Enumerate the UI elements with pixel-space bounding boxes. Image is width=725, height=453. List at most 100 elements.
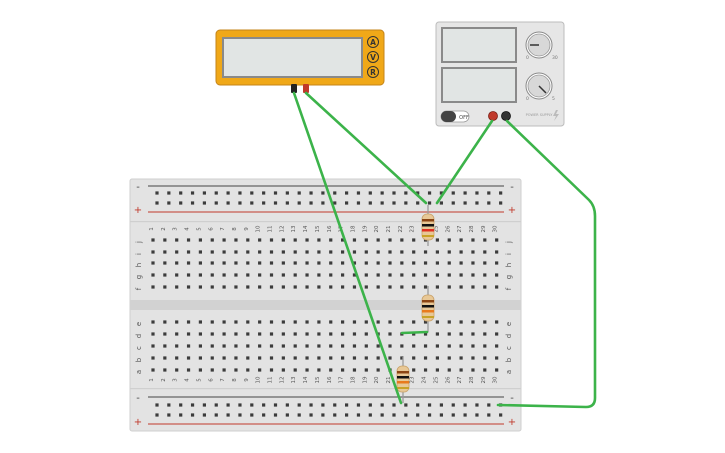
rail-hole[interactable] xyxy=(416,201,420,205)
rail-hole[interactable] xyxy=(179,413,183,417)
terminal-hole[interactable] xyxy=(317,250,321,254)
terminal-hole[interactable] xyxy=(210,368,214,372)
wire-supply-negative-to-ground-rail[interactable] xyxy=(496,119,597,409)
terminal-hole[interactable] xyxy=(459,320,463,324)
negative-terminal[interactable] xyxy=(501,111,511,121)
current-knob[interactable] xyxy=(525,72,553,100)
terminal-hole[interactable] xyxy=(341,261,345,265)
terminal-hole[interactable] xyxy=(258,320,262,324)
terminal-hole[interactable] xyxy=(258,238,262,242)
terminal-hole[interactable] xyxy=(412,356,416,360)
terminal-hole[interactable] xyxy=(269,261,274,265)
terminal-hole[interactable] xyxy=(258,261,262,265)
terminal-hole[interactable] xyxy=(400,261,404,265)
terminal-hole[interactable] xyxy=(400,285,404,289)
terminal-hole[interactable] xyxy=(423,261,428,265)
terminal-hole[interactable] xyxy=(317,238,321,242)
terminal-hole[interactable] xyxy=(483,344,487,348)
terminal-hole[interactable] xyxy=(352,320,357,324)
wire-resistor-2-jumper[interactable] xyxy=(400,330,429,335)
terminal-hole[interactable] xyxy=(175,273,179,277)
terminal-hole[interactable] xyxy=(210,238,214,242)
rail-hole[interactable] xyxy=(356,191,361,195)
terminal-hole[interactable] xyxy=(281,261,285,265)
terminal-hole[interactable] xyxy=(376,320,380,324)
terminal-hole[interactable] xyxy=(163,356,167,360)
terminal-hole[interactable] xyxy=(435,285,439,289)
terminal-hole[interactable] xyxy=(163,344,167,348)
terminal-hole[interactable] xyxy=(376,285,380,289)
rail-hole[interactable] xyxy=(463,403,467,407)
terminal-hole[interactable] xyxy=(151,356,155,360)
rail-hole[interactable] xyxy=(297,201,301,205)
wire-meter-red-to-resistor-1[interactable] xyxy=(304,91,428,205)
terminal-hole[interactable] xyxy=(483,238,487,242)
rail-hole[interactable] xyxy=(214,403,218,407)
terminal-hole[interactable] xyxy=(329,368,333,372)
terminal-hole[interactable] xyxy=(364,356,368,360)
rail-hole[interactable] xyxy=(427,413,432,417)
rail-hole[interactable] xyxy=(475,191,479,195)
terminal-hole[interactable] xyxy=(388,320,392,324)
rail-hole[interactable] xyxy=(321,403,325,407)
terminal-hole[interactable] xyxy=(198,285,202,289)
terminal-hole[interactable] xyxy=(210,356,214,360)
terminal-hole[interactable] xyxy=(352,273,357,277)
terminal-hole[interactable] xyxy=(222,332,226,336)
terminal-hole[interactable] xyxy=(222,320,226,324)
terminal-hole[interactable] xyxy=(495,320,499,324)
multimeter-black-probe[interactable] xyxy=(291,84,297,93)
terminal-hole[interactable] xyxy=(435,368,439,372)
terminal-hole[interactable] xyxy=(281,332,285,336)
terminal-hole[interactable] xyxy=(293,261,297,265)
terminal-hole[interactable] xyxy=(198,356,202,360)
rail-hole[interactable] xyxy=(368,201,372,205)
terminal-hole[interactable] xyxy=(471,285,475,289)
terminal-hole[interactable] xyxy=(447,261,451,265)
rail-hole[interactable] xyxy=(285,403,289,407)
rail-hole[interactable] xyxy=(392,201,396,205)
rail-hole[interactable] xyxy=(499,191,503,195)
rail-hole[interactable] xyxy=(463,413,467,417)
terminal-hole[interactable] xyxy=(341,273,345,277)
terminal-hole[interactable] xyxy=(163,238,167,242)
terminal-hole[interactable] xyxy=(412,368,416,372)
terminal-hole[interactable] xyxy=(376,238,380,242)
terminal-hole[interactable] xyxy=(447,238,451,242)
terminal-hole[interactable] xyxy=(423,250,428,254)
terminal-hole[interactable] xyxy=(412,273,416,277)
multimeter-mode-r-button[interactable]: R xyxy=(367,66,379,78)
terminal-hole[interactable] xyxy=(364,332,368,336)
terminal-hole[interactable] xyxy=(258,250,262,254)
terminal-hole[interactable] xyxy=(151,238,155,242)
multimeter-mode-v-button[interactable]: V xyxy=(367,51,379,63)
terminal-hole[interactable] xyxy=(459,332,463,336)
terminal-hole[interactable] xyxy=(329,320,333,324)
terminal-hole[interactable] xyxy=(447,356,451,360)
rail-hole[interactable] xyxy=(238,201,242,205)
terminal-hole[interactable] xyxy=(352,261,357,265)
terminal-hole[interactable] xyxy=(163,320,167,324)
terminal-hole[interactable] xyxy=(175,250,179,254)
wires[interactable] xyxy=(292,91,597,409)
positive-terminal[interactable] xyxy=(488,111,498,121)
terminal-hole[interactable] xyxy=(305,368,309,372)
terminal-hole[interactable] xyxy=(222,273,226,277)
terminal-hole[interactable] xyxy=(471,250,475,254)
terminal-hole[interactable] xyxy=(163,285,167,289)
terminal-hole[interactable] xyxy=(329,250,333,254)
rail-hole[interactable] xyxy=(427,201,432,205)
rail-hole[interactable] xyxy=(202,201,206,205)
terminal-hole[interactable] xyxy=(175,285,179,289)
terminal-hole[interactable] xyxy=(376,273,380,277)
rail-hole[interactable] xyxy=(309,413,313,417)
terminal-hole[interactable] xyxy=(459,273,463,277)
terminal-hole[interactable] xyxy=(471,320,475,324)
terminal-hole[interactable] xyxy=(305,250,309,254)
rail-hole[interactable] xyxy=(416,413,420,417)
terminal-hole[interactable] xyxy=(293,320,297,324)
terminal-hole[interactable] xyxy=(305,344,309,348)
terminal-hole[interactable] xyxy=(186,344,191,348)
terminal-hole[interactable] xyxy=(352,285,357,289)
rail-hole[interactable] xyxy=(285,201,289,205)
